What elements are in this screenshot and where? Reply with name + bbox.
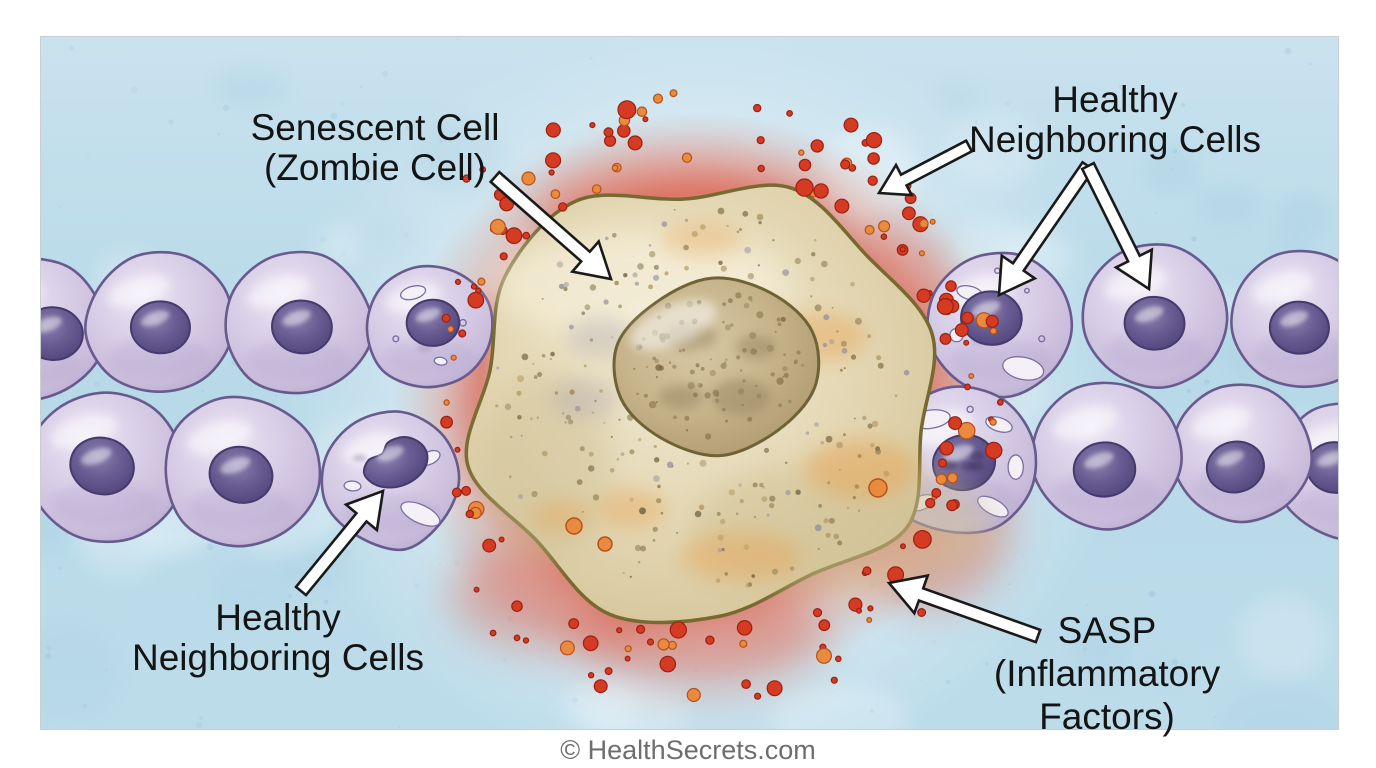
arrow-healthy-top-right — [1080, 161, 1154, 292]
healthy-cell — [164, 395, 322, 548]
label-healthy-neighboring-cells-bottom: Healthy Neighboring Cells — [103, 598, 453, 678]
label-line: SASP — [1057, 610, 1157, 651]
arrow-healthy-bottom — [294, 489, 385, 597]
arrow-senescent-cell — [488, 170, 613, 281]
label-senescent-cell: Senescent Cell (Zombie Cell) — [175, 108, 575, 188]
label-line: Healthy — [215, 597, 341, 638]
healthy-cell — [41, 391, 184, 544]
healthy-cell — [1081, 243, 1229, 389]
healthy-cell — [224, 250, 375, 395]
arrow-healthy-top-left — [997, 160, 1096, 298]
label-line: Neighboring Cells — [131, 637, 425, 678]
annotation-arrows — [294, 138, 1154, 644]
healthy-cell — [1170, 383, 1313, 524]
healthy-cell — [1030, 381, 1183, 531]
distressed-healthy-cell — [365, 264, 494, 389]
cell-diagram — [41, 37, 1338, 729]
label-line: (Inflammatory Factors) — [993, 653, 1221, 737]
healthy-cell — [84, 250, 235, 394]
distressed-healthy-cell — [926, 251, 1074, 399]
illustration-canvas — [40, 36, 1339, 730]
image-credit: © HealthSecrets.com — [560, 735, 816, 765]
sasp-dots — [440, 89, 1004, 703]
arrow-sasp — [886, 573, 1042, 644]
label-line: (Zombie Cell) — [263, 147, 487, 188]
label-line: Neighboring Cells — [968, 119, 1262, 160]
label-line: Senescent Cell — [250, 107, 500, 148]
label-line: Healthy — [1052, 79, 1178, 120]
arrow-healthy-top-to-dots — [876, 138, 974, 197]
label-healthy-neighboring-cells-top: Healthy Neighboring Cells — [950, 80, 1280, 160]
label-sasp: SASP (Inflammatory Factors) — [922, 609, 1292, 738]
senescent-cell — [464, 183, 991, 625]
healthy-cell — [1230, 249, 1338, 389]
